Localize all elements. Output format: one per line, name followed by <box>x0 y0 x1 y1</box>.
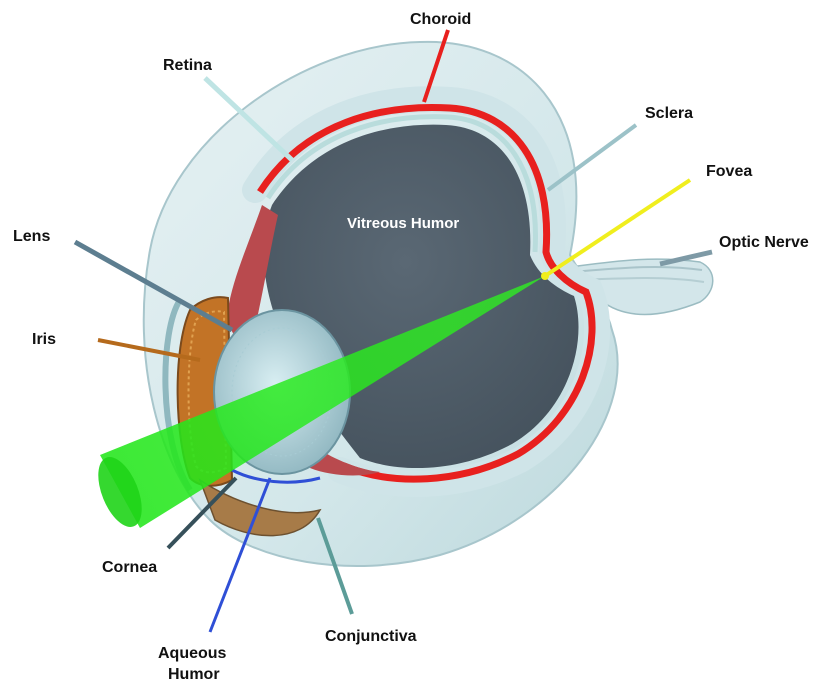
fovea-label: Fovea <box>706 163 752 180</box>
aqueous-humor-label-line1: Aqueous <box>158 645 227 662</box>
retina-label: Retina <box>163 57 212 74</box>
cornea-label: Cornea <box>102 559 157 576</box>
sclera-label: Sclera <box>645 105 693 122</box>
iris-label: Iris <box>32 331 56 348</box>
aqueous-humor-label-line2: Humor <box>168 666 220 683</box>
optic-nerve-label: Optic Nerve <box>719 234 809 251</box>
conjunctiva-label: Conjunctiva <box>325 628 417 645</box>
vitreous-humor-label: Vitreous Humor <box>347 215 459 232</box>
lens-label: Lens <box>13 228 50 245</box>
choroid-label: Choroid <box>410 11 471 28</box>
